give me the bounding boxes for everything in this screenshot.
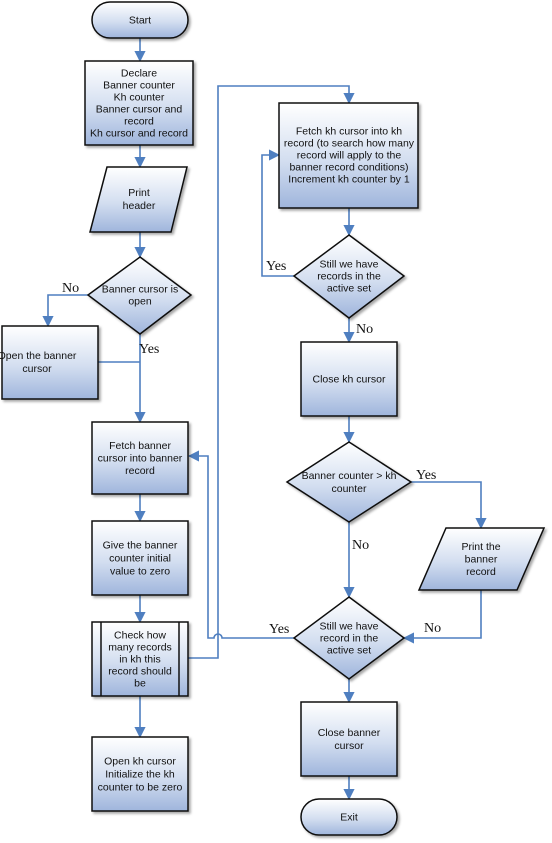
print-banner-line: banner [465, 554, 498, 566]
compare-line: Banner counter > kh [302, 470, 397, 482]
start-terminator [91, 1, 189, 39]
edge-check-fetchkh [188, 85, 355, 659]
still-banner-decision [292, 596, 406, 680]
declare-box [84, 60, 194, 146]
fetch-kh-line: record will apply to the [297, 150, 402, 162]
give-zero-line: Give the banner [103, 540, 178, 552]
close-kh-label: Close kh cursor [313, 374, 386, 386]
banner-open-line: Banner cursor is [102, 284, 178, 296]
give-zero-line: counter initial [109, 553, 171, 565]
open-banner-line: cursor [22, 363, 52, 375]
print-banner-parallelogram [417, 527, 546, 591]
declare-line: Kh cursor and record [90, 128, 188, 140]
still-kh-line: active set [327, 283, 371, 295]
fetch-banner-line: record [125, 465, 155, 477]
edge-printbanner-stillbanner [402, 590, 482, 644]
edge-stillkh-yes [261, 149, 296, 277]
fetch-banner-line: Fetch banner [109, 440, 171, 452]
still-banner-line: Still we have [320, 621, 379, 633]
exit-line: Exit [340, 812, 358, 824]
still-kh-yes-label: Yes [266, 259, 286, 274]
print-header-parallelogram [89, 166, 188, 233]
compare-decision [285, 441, 413, 523]
declare-line: Kh counter [114, 92, 165, 104]
still-banner-yes-label: Yes [269, 622, 289, 637]
fetch-kh-line: banner record conditions) [289, 162, 408, 174]
edge-compare-yes [411, 481, 487, 530]
edge-stillbanner-yes [187, 450, 294, 639]
print-banner-line: record [466, 566, 496, 578]
close-banner-box [300, 701, 398, 777]
open-kh-line: counter to be zero [98, 782, 183, 794]
exit-label: Exit [340, 812, 358, 824]
fetch-kh-line: Increment kh counter by 1 [288, 174, 410, 186]
check-records-box [91, 621, 189, 697]
fetch-kh-box [278, 102, 419, 209]
close-banner-line: Close banner [318, 727, 381, 739]
give-zero-line: value to zero [110, 566, 170, 578]
still-kh-line: Still we have [320, 259, 379, 271]
print-header-line: header [123, 200, 156, 212]
fetch-kh-line: Fetch kh cursor into kh [296, 126, 402, 138]
banner-open-decision [86, 256, 193, 335]
print-header-line: Print [128, 187, 150, 199]
edges [42, 38, 487, 801]
close-kh-box [300, 341, 398, 417]
still-kh-decision [292, 234, 406, 319]
banner-open-yes-label: Yes [139, 342, 159, 357]
banner-open-line: open [128, 296, 152, 308]
print-banner-no-label: No [424, 621, 441, 636]
open-kh-line: Open kh cursor [104, 756, 176, 768]
open-kh-line: Initialize the kh [105, 769, 175, 781]
open-kh-box [91, 736, 189, 812]
start-line: Start [129, 15, 151, 27]
still-banner-line: record in the [320, 633, 379, 645]
fetch-banner-box [91, 421, 189, 495]
check-records-line: in kh this [119, 654, 160, 666]
check-records-line: many records [108, 642, 172, 654]
open-banner-box [1, 325, 99, 400]
check-records-line: be [134, 678, 146, 690]
declare-line: Declare [121, 68, 157, 80]
declare-line: record [124, 116, 154, 128]
fetch-banner-line: cursor into banner [98, 453, 183, 465]
still-kh-no-label: No [356, 322, 373, 337]
check-records-line: record should [108, 666, 172, 678]
declare-line: Banner cursor and [96, 104, 183, 116]
compare-no-label: No [352, 538, 369, 553]
still-kh-line: records in the [317, 271, 381, 283]
exit-terminator [300, 798, 398, 836]
close-kh-line: Close kh cursor [313, 374, 386, 386]
give-zero-box [91, 520, 189, 596]
banner-open-no-label: No [62, 281, 79, 296]
open-banner-line: Open the banner [0, 350, 77, 362]
edge-bannercheck-no [42, 294, 88, 328]
close-banner-line: cursor [334, 740, 364, 752]
start-label: Start [129, 15, 151, 27]
check-records-line: Check how [114, 630, 166, 642]
compare-yes-label: Yes [416, 468, 436, 483]
compare-line: counter [331, 483, 367, 495]
still-banner-line: active set [327, 645, 371, 657]
declare-line: Banner counter [103, 80, 175, 92]
fetch-kh-line: record (to search how many [284, 138, 415, 150]
print-banner-line: Print the [461, 541, 500, 553]
